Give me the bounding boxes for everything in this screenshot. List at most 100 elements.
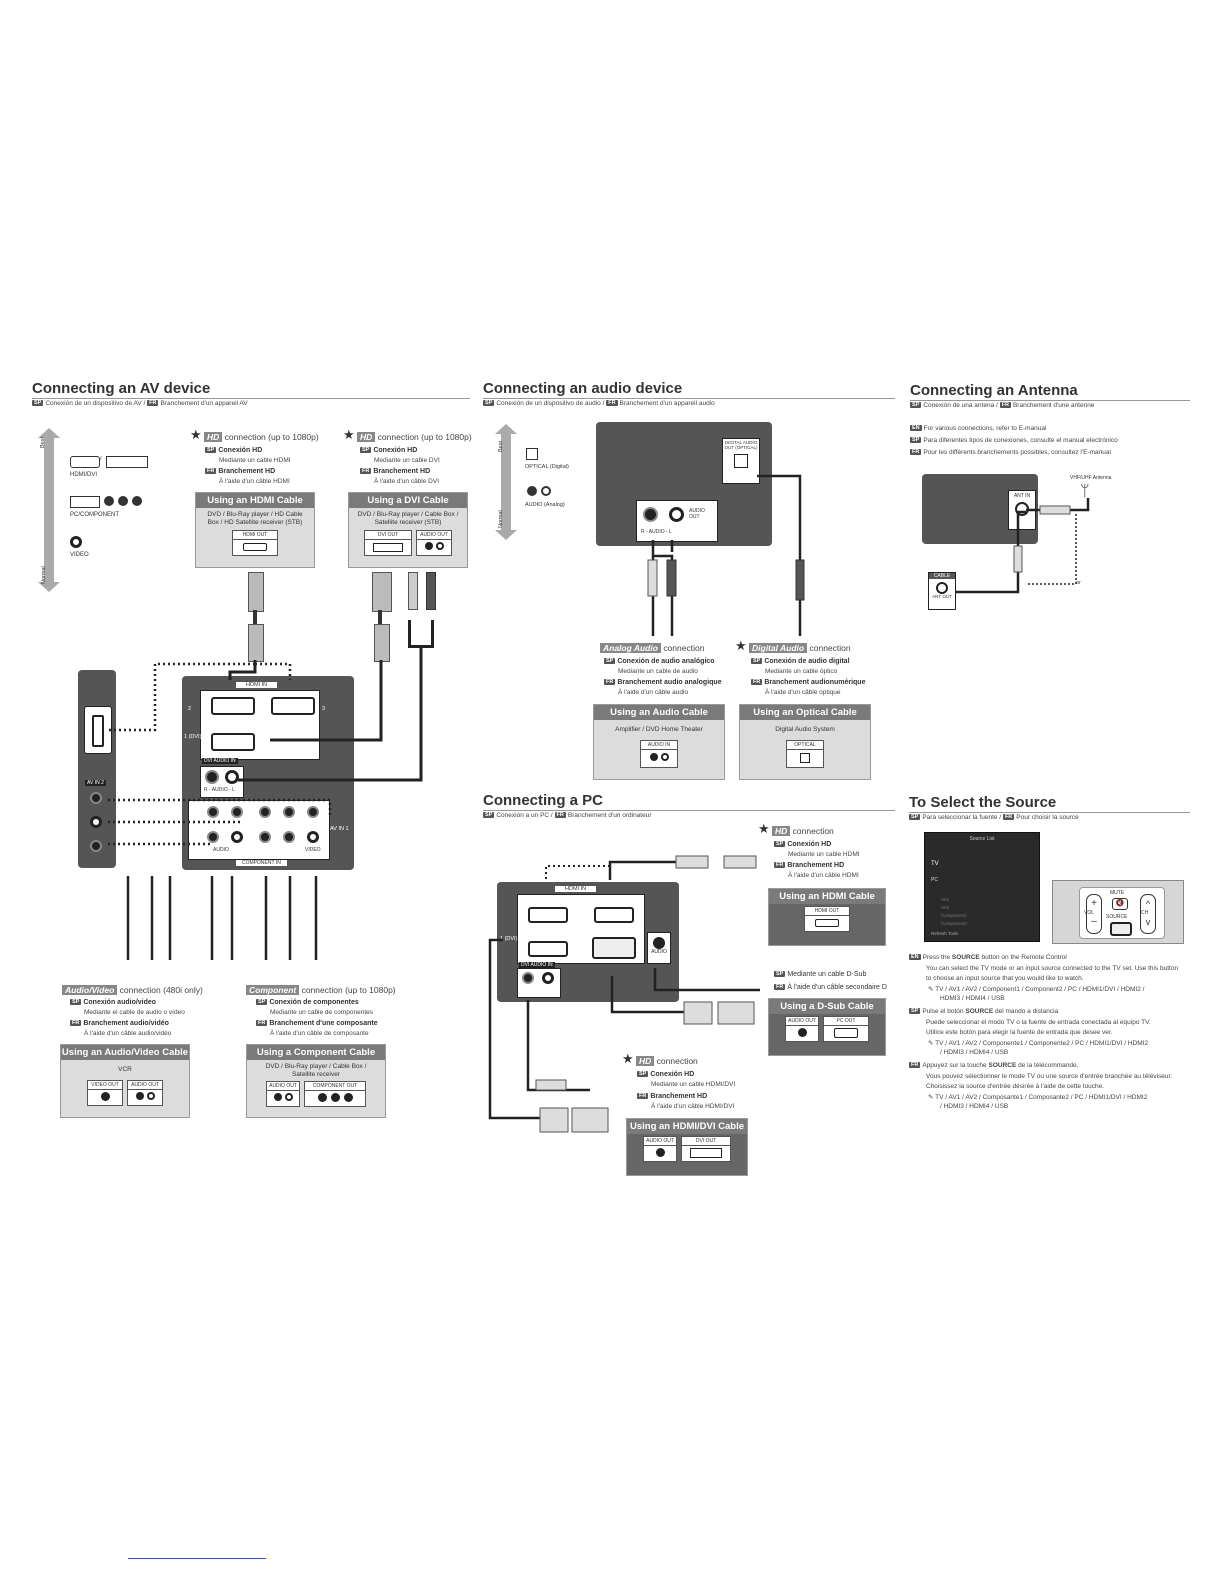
antenna-title-rule [910, 400, 1190, 401]
pc-dvi-audio-l-jack[interactable] [542, 972, 554, 984]
note-icon: ✎ [928, 1094, 934, 1101]
av-in1-video-jack[interactable] [307, 831, 319, 843]
component-pb-jack[interactable] [283, 806, 295, 818]
optical-out-port[interactable] [734, 453, 748, 468]
component-jack-icon [118, 496, 128, 506]
pc-hdmi-2-port[interactable] [528, 907, 568, 923]
component-audio-l-jack[interactable] [231, 806, 243, 818]
av-in2-label: AV IN 2 [85, 780, 106, 786]
dvi-cable-card: Using a DVI Cable DVD / Blu-Ray player /… [348, 492, 468, 568]
hdmi-1-dvi-label: 1 (DVI) [184, 734, 202, 740]
pc-in-port[interactable] [592, 937, 636, 959]
audio-title-rule [483, 398, 895, 399]
dsub-cable-card: Using a D-Sub Cable AUDIO OUT PC OUT [768, 998, 886, 1056]
hdmi-cable-device: DVD / Blu-Ray player / HD Cable Box / HD… [207, 511, 303, 527]
dvi-audio-out-port: AUDIO OUT [416, 530, 452, 557]
antenna-section-title: Connecting an Antenna [910, 382, 1078, 399]
component-jack-icon [132, 496, 142, 506]
source-item-av2[interactable]: AV2 [941, 905, 950, 910]
hdmi-1-dvi-port[interactable] [211, 733, 255, 751]
audio-out-r-jack[interactable] [643, 507, 658, 522]
pc-tv-back-panel: HDMI IN 1 (DVI) PC IN AUDIO DVI AUDIO IN [497, 882, 679, 1002]
av-in2-audio-r-jack[interactable] [90, 840, 102, 852]
av-in2-audio-l-jack[interactable] [90, 816, 102, 828]
pc-hdmi-3-port[interactable] [594, 907, 634, 923]
star-icon: ★ [758, 821, 770, 836]
pc-hdmi-in-label: HDMI IN [555, 886, 597, 892]
side-hdmi-port[interactable] [84, 706, 112, 754]
source-button[interactable] [1110, 922, 1132, 936]
av-composite-sp-text: Mediante el cable de audio o vídeo [84, 1009, 185, 1016]
component-cable-device: DVD / Blu-Ray player / Cable Box / Satel… [265, 1063, 367, 1079]
footer-link-line [128, 1558, 266, 1559]
mute-button[interactable]: 🔇 [1112, 898, 1128, 910]
pc-title-rule [483, 810, 895, 811]
source-item-component2[interactable]: Component2 [941, 921, 967, 926]
component-y-jack[interactable] [307, 806, 319, 818]
av-cable-device: VCR [118, 1066, 132, 1073]
dvi-audio-in-block: R - AUDIO - L [200, 766, 244, 798]
av-in2-video-jack[interactable] [90, 792, 102, 804]
analog-jack-icon [527, 486, 537, 496]
av-dvi-fr-text: À l'aide d'un câble DVI [374, 478, 439, 485]
dvi-audio-l-jack[interactable] [225, 770, 239, 784]
hdmi-2-port[interactable] [211, 697, 255, 715]
av-in1-audio-r-jack[interactable] [207, 831, 219, 843]
av-cable-card: Using an Audio/Video Cable VCR VIDEO OUT… [60, 1044, 190, 1118]
ant-in-port[interactable] [1015, 502, 1029, 516]
pc-hdmi-1-port[interactable] [528, 941, 568, 957]
fr-tag: FR [147, 400, 159, 407]
audio-cable-card: Using an Audio Cable Amplifier / DVD Hom… [593, 704, 725, 780]
rca-plug-icon [426, 572, 436, 610]
source-section-title: To Select the Source [909, 794, 1057, 811]
source-item-tv[interactable]: TV [931, 861, 939, 867]
source-list-screen: Source List TV PC AV1 AV2 Component1 Com… [924, 832, 1040, 942]
audio-out-l-jack[interactable] [669, 507, 684, 522]
pr-jack[interactable] [259, 831, 271, 843]
source-item-pc[interactable]: PC [931, 877, 938, 883]
quality-scale-arrow [38, 428, 60, 592]
component-audio-r-jack[interactable] [207, 806, 219, 818]
channel-rocker[interactable]: ^v [1140, 894, 1156, 934]
hdmi-3-port[interactable] [271, 697, 315, 715]
source-item-av1[interactable]: AV1 [941, 897, 950, 902]
component-pr-jack[interactable] [259, 806, 271, 818]
dvi-audio-r-jack[interactable] [205, 770, 219, 784]
source-fr-line2: Vous pouvez sélectionner le mode TV ou u… [926, 1073, 1173, 1080]
dvi-out-port: DVI OUT [364, 530, 412, 557]
hdmi-in-label: HDMI IN [236, 682, 278, 688]
audio-out-block: AUDIO OUT R - AUDIO - L [636, 500, 718, 542]
hdmi-socket-icon [243, 543, 267, 552]
dvi-audio-label: R - AUDIO - L [204, 787, 235, 793]
av-composite-conn-title: Audio/Video connection (480i only) [62, 985, 203, 995]
audio-cable-device: Amplifier / DVD Home Theater [615, 726, 703, 733]
pc-hdmi-fr-text: À l'aide d'un câble HDMI [788, 872, 859, 879]
legend-hdmi: HDMI/DVI [70, 472, 97, 478]
pc-dvi-audio-r-jack[interactable] [522, 972, 534, 984]
av-component-fr-text: À l'aide d'un câble de composante [270, 1030, 369, 1037]
pc-audio-jack[interactable] [653, 937, 665, 949]
source-item-component1[interactable]: Component1 [941, 913, 967, 918]
av-in1-audio-l-jack[interactable] [231, 831, 243, 843]
volume-rocker[interactable]: +– [1086, 894, 1102, 934]
component-audio-out-port: AUDIO OUT [266, 1081, 300, 1108]
source-list-footer: Refresh Tools [931, 931, 959, 936]
remote-control: +– VOL MUTE 🔇 SOURCE ^v CH [1052, 880, 1184, 944]
hdmi-cable-heading: Using an HDMI Cable [196, 493, 314, 508]
ant-in-label: ANT IN [1013, 493, 1031, 499]
legend-video: VIDEO [70, 552, 89, 558]
component-in-label: COMPONENT IN [236, 860, 287, 866]
star-icon: ★ [190, 427, 202, 442]
rca-plug-icon [408, 572, 418, 610]
pb-jack[interactable] [283, 831, 295, 843]
legend-pc: PC/COMPONENT [70, 512, 120, 518]
